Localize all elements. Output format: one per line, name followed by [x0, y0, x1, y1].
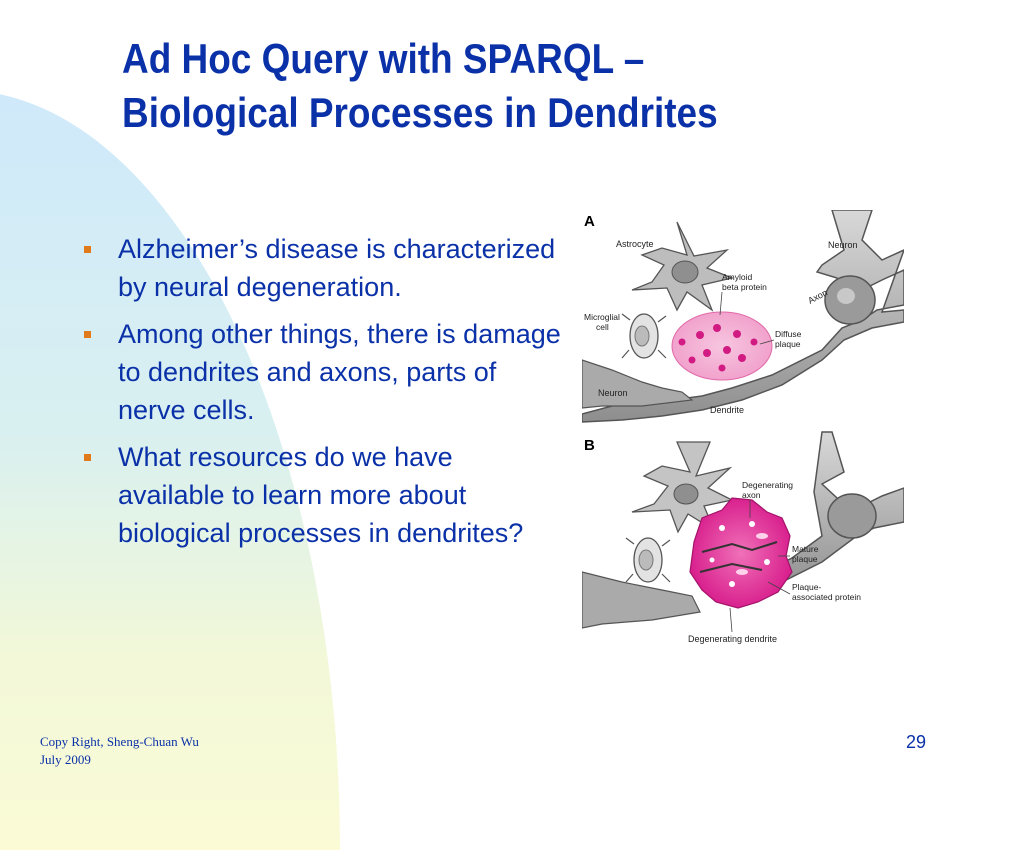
label-mature-1: Mature — [792, 544, 819, 554]
label-degenerating-axon-1: Degenerating — [742, 480, 793, 490]
title-keyword: SPARQL — [462, 35, 614, 82]
bullet-text: Alzheimer’s disease is characterized by … — [118, 234, 556, 302]
title-line-2: Biological Processes in Dendrites — [122, 89, 718, 136]
astrocyte-shape — [631, 221, 735, 312]
label-diffuse-2: plaque — [775, 339, 801, 349]
bullet-list: Alzheimer’s disease is characterized by … — [84, 230, 564, 561]
bullet-marker-icon — [84, 246, 91, 253]
panel-b-letter: B — [584, 437, 595, 454]
microglial-b-shape — [625, 537, 671, 583]
bullet-text: Among other things, there is damage to d… — [118, 319, 561, 425]
astrocyte-b-shape — [631, 441, 734, 534]
bullet-text: What resources do we have available to l… — [118, 442, 524, 548]
label-astrocyte: Astrocyte — [616, 239, 654, 249]
label-mature-2: plaque — [792, 554, 818, 564]
title-line-1: Ad Hoc Query with SPARQL – — [122, 32, 879, 86]
label-plaque-assoc-2: associated protein — [792, 592, 861, 602]
bullet-item: What resources do we have available to l… — [84, 438, 564, 552]
bullet-marker-icon — [84, 454, 91, 461]
dendrite-a-shape — [581, 359, 694, 409]
bullet-marker-icon — [84, 331, 91, 338]
label-neuron-bottom: Neuron — [598, 388, 628, 398]
label-diffuse-1: Diffuse — [775, 329, 802, 339]
bullet-item: Among other things, there is damage to d… — [84, 315, 564, 429]
slide-title: Ad Hoc Query with SPARQL – Biological Pr… — [122, 32, 879, 140]
label-microglial-2: cell — [596, 322, 609, 332]
neuron-illustration: A — [581, 209, 906, 646]
label-neuron-top: Neuron — [828, 240, 858, 250]
title-prefix: Ad Hoc Query with — [122, 35, 463, 82]
footer-copyright: Copy Right, Sheng-Chuan Wu July 2009 — [40, 733, 199, 769]
neuron-illustration-svg: A — [581, 209, 906, 646]
label-microglial-1: Microglial — [584, 312, 620, 322]
page-number: 29 — [906, 732, 927, 752]
title-suffix: – — [613, 35, 645, 82]
label-degenerating-dendrite: Degenerating dendrite — [688, 634, 777, 644]
bullet-item: Alzheimer’s disease is characterized by … — [84, 230, 564, 306]
label-dendrite: Dendrite — [710, 405, 744, 415]
label-plaque-assoc-1: Plaque- — [792, 582, 821, 592]
label-amyloid-1: Amyloid — [722, 272, 753, 282]
panel-b: B — [581, 431, 905, 646]
footer-line-2: July 2009 — [40, 752, 91, 767]
label-amyloid-2: beta protein — [722, 282, 767, 292]
degenerating-dendrite-shape — [581, 571, 701, 629]
panel-a-letter: A — [584, 213, 595, 230]
panel-a: A — [581, 209, 906, 423]
neuron-b-shape — [720, 431, 905, 599]
label-degenerating-axon-2: axon — [742, 490, 761, 500]
footer-line-1: Copy Right, Sheng-Chuan Wu — [40, 734, 199, 749]
microglial-cell-shape — [621, 313, 667, 359]
diffuse-plaque-shape — [671, 311, 773, 381]
